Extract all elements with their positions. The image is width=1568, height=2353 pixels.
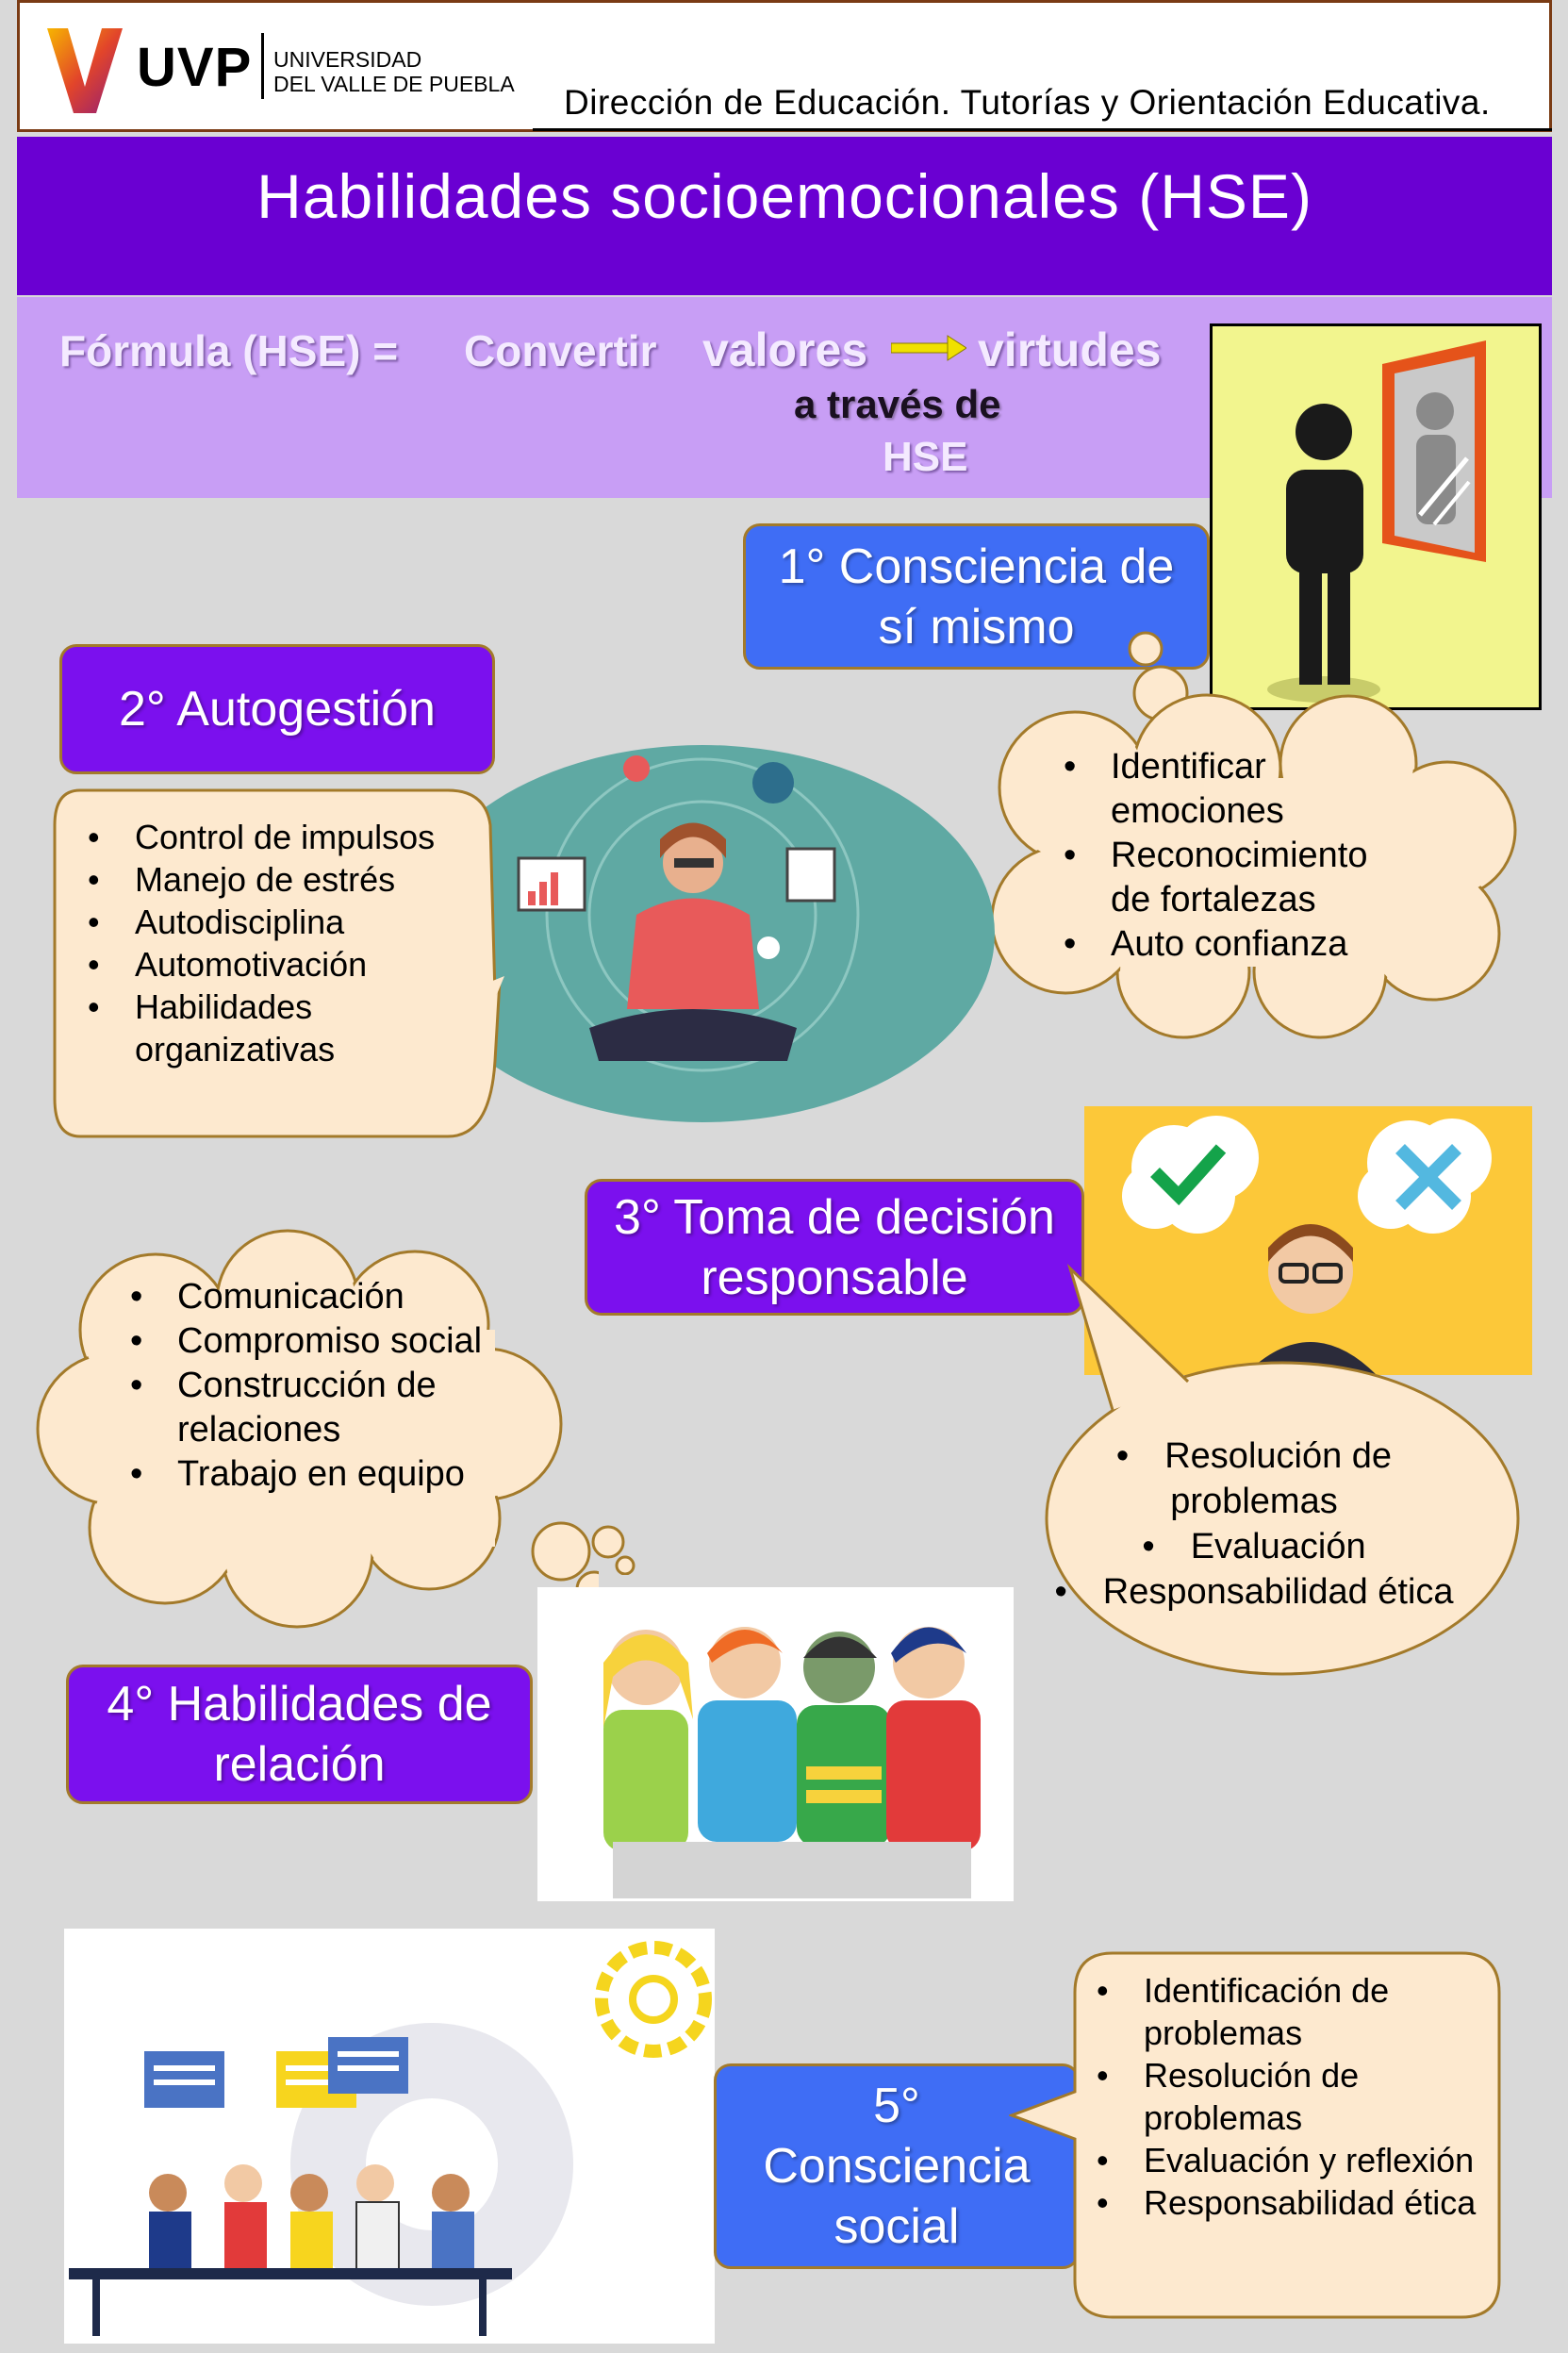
formula-label: Fórmula (HSE) =	[59, 326, 399, 375]
section-5-title-box: 5° Consciencia social	[714, 2063, 1080, 2269]
section-1-list: Identificar emociones Reconocimiento de …	[1056, 745, 1414, 967]
list-item: Responsabilidad ética	[1089, 2181, 1485, 2224]
logo-text: UVP	[137, 37, 253, 98]
meditation-illustration	[410, 745, 995, 1122]
section-3-list: Resolución de problemas Evaluación Respo…	[1047, 1433, 1461, 1615]
university-name: UNIVERSIDAD DEL VALLE DE PUEBLA	[273, 47, 515, 96]
list-item: Control de impulsos	[80, 816, 476, 858]
department-title: Dirección de Educación. Tutorías y Orien…	[564, 83, 1491, 122]
logo-divider	[261, 33, 264, 99]
list-item: Reconocimiento de fortalezas	[1056, 834, 1414, 922]
university-name-line1: UNIVERSIDAD	[273, 47, 422, 72]
section-2-list: Control de impulsos Manejo de estrés Aut…	[80, 816, 476, 1070]
list-item: Identificar emociones	[1056, 745, 1414, 834]
list-item: Auto confianza	[1056, 922, 1414, 967]
list-item: Responsabilidad ética	[1047, 1569, 1461, 1615]
list-item: Evaluación y reflexión	[1089, 2139, 1485, 2181]
section-5-title: 5° Consciencia social	[763, 2079, 1031, 2254]
formula-from: valores	[702, 323, 868, 376]
list-item: Automotivación	[80, 943, 476, 986]
section-4-title: 4° Habilidades de relación	[107, 1677, 492, 1792]
section-3-title-box: 3° Toma de decisión responsable	[585, 1179, 1084, 1316]
section-5-list: Identificación de problemas Resolución d…	[1089, 1969, 1485, 2224]
list-item: Autodisciplina	[80, 901, 476, 943]
list-item: Resolución de problemas	[1089, 2054, 1485, 2139]
section-3-title: 3° Toma de decisión responsable	[614, 1189, 1055, 1305]
uvp-logo-icon	[47, 28, 123, 113]
teamwork-illustration	[64, 1929, 715, 2344]
list-item: Evaluación	[1047, 1524, 1461, 1569]
thought-dot-small	[591, 1525, 635, 1575]
list-item: Construcción de relaciones	[123, 1364, 509, 1452]
section-1-title: 1° Consciencia de sí mismo	[778, 539, 1175, 655]
mirror-illustration	[1210, 323, 1542, 710]
title-bar	[17, 137, 1552, 295]
list-item: Compromiso social	[123, 1319, 509, 1364]
header-banner	[17, 0, 1552, 132]
formula-via-line1: a través de	[794, 382, 1001, 426]
list-item: Manejo de estrés	[80, 858, 476, 901]
formula-verb: Convertir	[464, 326, 657, 375]
header-underline	[533, 128, 1552, 131]
formula-via-line2: HSE	[883, 434, 968, 480]
list-item: Identificación de problemas	[1089, 1969, 1485, 2054]
university-name-line2: DEL VALLE DE PUEBLA	[273, 72, 515, 96]
page-title: Habilidades socioemocionales (HSE)	[256, 161, 1312, 231]
formula-to: virtudes	[978, 323, 1162, 376]
section-2-title: 2° Autogestión	[119, 682, 436, 737]
section-2-title-box: 2° Autogestión	[59, 644, 495, 774]
list-item: Trabajo en equipo	[123, 1452, 509, 1497]
arrow-right-icon	[891, 335, 966, 361]
list-item: Habilidades organizativas	[80, 986, 476, 1070]
section-4-list: Comunicación Compromiso social Construcc…	[123, 1275, 509, 1497]
friends-illustration	[537, 1587, 1014, 1901]
section-4-title-box: 4° Habilidades de relación	[66, 1665, 533, 1804]
list-item: Resolución de problemas	[1047, 1433, 1461, 1524]
list-item: Comunicación	[123, 1275, 509, 1319]
